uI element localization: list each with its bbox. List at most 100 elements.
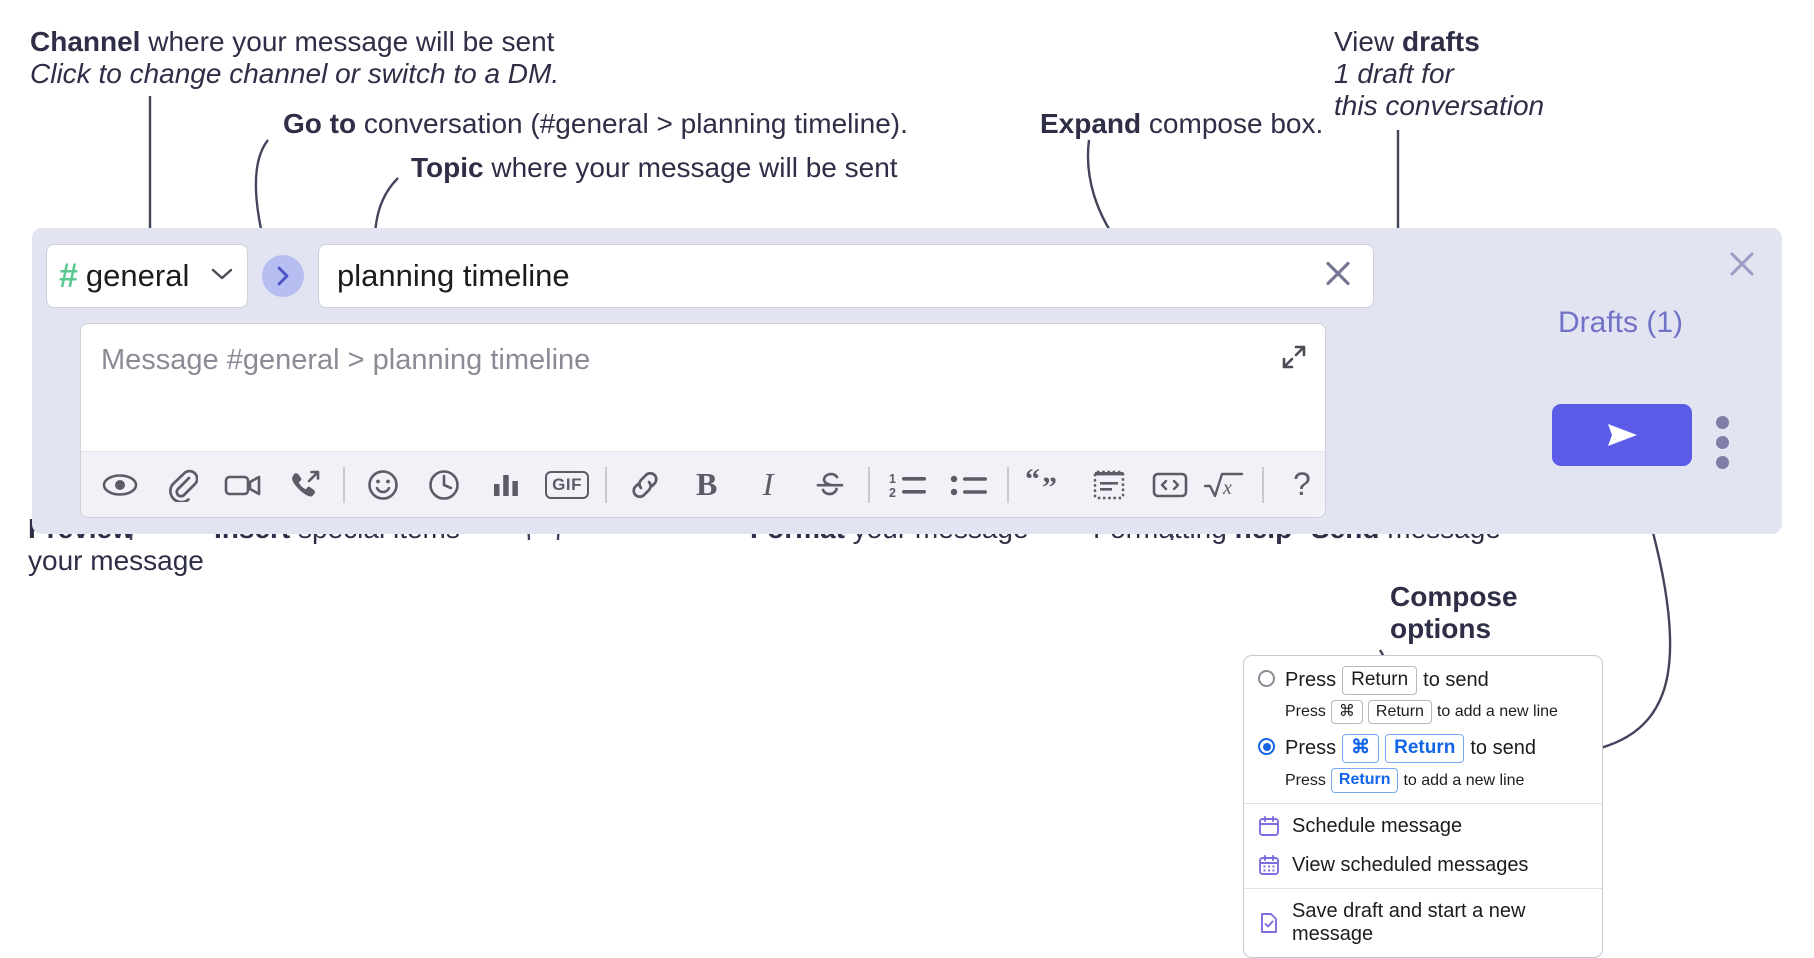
annotation-drafts-italic2: this conversation [1334,90,1545,121]
menu-item-view-scheduled-messages[interactable]: View scheduled messages [1244,849,1602,888]
annotation-drafts: View drafts [1334,24,1480,60]
annotation-drafts-sub2: this conversation [1334,88,1544,124]
gif-label: GIF [545,470,590,499]
preview-icon[interactable] [97,462,143,508]
annotation-channel: Channel where your message will be sent [30,24,554,60]
option-text: to send [1423,668,1489,691]
code-block-icon[interactable] [1086,462,1132,508]
kebab-menu-icon[interactable] [1716,416,1729,469]
go-to-conversation-button[interactable] [262,255,304,297]
compose-main: # general planning timeline Message #gen… [32,228,1538,534]
save-draft-icon [1258,912,1280,934]
emoji-icon[interactable] [360,462,406,508]
menu-item-label: View scheduled messages [1292,853,1529,876]
option-text: Press [1285,771,1326,789]
chevron-down-icon [209,266,235,287]
svg-text:”: ” [1042,471,1057,501]
annotation-drafts-lead: View [1334,26,1402,57]
message-input-box[interactable]: Message #general > planning timeline [80,323,1326,518]
italic-icon[interactable]: I [762,466,774,502]
radio-button-selected[interactable] [1258,738,1275,756]
annotation-goto-strong: Go to [283,108,357,139]
option-main-line: Press Return to send [1285,666,1558,695]
math-icon[interactable]: x [1201,462,1247,508]
annotation-expand-rest: compose box. [1141,108,1324,139]
menu-divider [1244,887,1602,889]
menu-item-schedule-message[interactable]: Schedule message [1244,804,1602,849]
message-placeholder: Message #general > planning timeline [101,344,591,376]
calendar-grid-icon [1258,854,1280,876]
option-main-line: Press ⌘ Return to send [1285,734,1536,764]
gif-icon[interactable]: GIF [544,462,590,508]
annotation-topic-strong: Topic [411,152,484,183]
annotation-topic-rest: where your message will be sent [483,152,898,183]
attachment-icon[interactable] [159,462,205,508]
bulleted-list-icon[interactable] [946,462,992,508]
phone-forward-icon[interactable] [282,462,328,508]
annotation-preview-rest: your message [28,545,204,576]
annotation-channel-strong: Channel [30,26,141,57]
menu-divider [1244,802,1602,804]
svg-text:2: 2 [889,486,896,500]
channel-selector[interactable]: # general [46,244,248,308]
drafts-link[interactable]: Drafts (1) [1558,306,1684,339]
topic-input[interactable]: planning timeline [318,244,1374,308]
annotation-goto-rest: conversation (#general > planning timeli… [356,108,908,139]
annotation-drafts-sub1: 1 draft for [1334,56,1454,92]
annotation-drafts-strong: drafts [1401,26,1480,57]
svg-text:x: x [1222,477,1232,499]
option-sub-line: Press Return to add a new line [1285,768,1536,793]
help-icon[interactable]: ? [1293,466,1311,502]
expand-icon[interactable] [1279,342,1309,377]
calendar-schedule-icon [1258,815,1280,837]
annotation-compose-options-1: Compose [1390,579,1518,615]
video-icon[interactable] [220,462,266,508]
key-chip: Return [1342,666,1418,695]
clock-icon[interactable] [421,462,467,508]
channel-name: general [85,258,190,293]
option-sub-line: Press ⌘ Return to add a new line [1285,699,1558,725]
radio-button[interactable] [1258,670,1275,687]
link-icon[interactable] [622,462,668,508]
svg-text:“: “ [1025,469,1040,496]
poll-icon[interactable] [483,462,529,508]
annotation-goto: Go to conversation (#general > planning … [283,106,908,142]
menu-option-cmd-return-to-send[interactable]: Press ⌘ Return to send Press Return to a… [1244,734,1602,802]
compose-right-rail: Drafts (1) [1538,228,1782,534]
toolbar-separator [1261,466,1264,503]
annotation-channel-sub: Click to change channel or switch to a D… [30,56,559,92]
annotation-topic: Topic where your message will be sent [411,150,898,186]
hash-icon: # [59,257,78,295]
annotation-drafts-italic1: 1 draft for [1334,58,1454,89]
option-text: Press [1285,668,1337,691]
bold-icon[interactable]: B [695,466,718,502]
chevron-right-icon [277,266,289,286]
send-icon [1608,424,1637,446]
menu-item-label: Save draft and start a new message [1292,899,1526,945]
key-chip: Return [1385,734,1465,764]
strikethrough-icon[interactable] [807,462,853,508]
formatting-toolbar: GIF B I [81,451,1325,517]
option-text: Press [1285,703,1326,721]
toolbar-separator [342,466,345,503]
annotation-channel-italic: Click to change channel or switch to a D… [30,58,560,89]
menu-option-return-to-send[interactable]: Press Return to send Press ⌘ Return to a… [1244,656,1602,734]
send-button[interactable] [1552,404,1692,466]
blockquote-icon[interactable]: “” [1024,462,1070,508]
annotation-preview-sub: your message [28,543,204,579]
menu-item-save-draft[interactable]: Save draft and start a new message [1244,889,1602,957]
toolbar-separator [867,466,870,503]
close-icon[interactable] [1321,257,1355,296]
close-icon[interactable] [1726,248,1758,285]
key-chip: ⌘ [1342,734,1380,764]
toolbar-separator [1007,466,1010,503]
option-text: Press [1285,737,1337,760]
code-icon[interactable] [1147,462,1193,508]
svg-text:1: 1 [889,472,896,486]
annotation-compose-options-strong1: Compose [1390,581,1518,612]
option-text: to add a new line [1403,771,1525,789]
key-chip: Return [1330,768,1399,793]
annotation-compose-options-2: options [1390,611,1491,647]
menu-item-label: Schedule message [1292,814,1463,837]
